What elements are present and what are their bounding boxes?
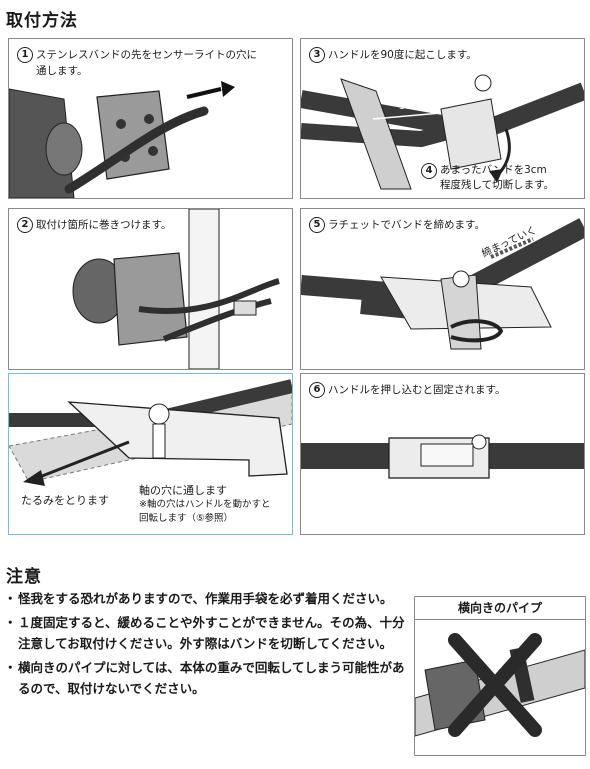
step5-number: 5 xyxy=(309,217,325,233)
dimension-label: 3cm xyxy=(399,101,421,112)
caution-title: 注意 xyxy=(6,567,42,587)
step3-illustration xyxy=(301,74,584,190)
pole xyxy=(188,209,220,369)
horizontal-pipe-illustration xyxy=(415,633,585,737)
slack-arrow xyxy=(36,440,130,480)
zoom-illustration xyxy=(9,379,292,486)
step4-text: あまったバンドを3cm 程度残して切断します。 xyxy=(440,164,555,191)
band-wrap xyxy=(138,278,280,314)
bracket-hole xyxy=(144,114,154,124)
axis-hole-label: 軸の穴に通します xyxy=(139,484,227,497)
buckle xyxy=(233,300,257,316)
handle-flat xyxy=(420,443,474,467)
caution-item: 横向きのパイプに対しては、本体の重みで回転してしまう可能性があるので、取付けない… xyxy=(4,657,408,699)
band-bottom xyxy=(301,123,454,148)
slack-label: たるみをとります xyxy=(21,494,109,507)
bracket-hole xyxy=(116,119,126,129)
slack-arrow-head xyxy=(23,470,45,486)
step5-text: ラチェットでバンドを締めます。 xyxy=(328,219,485,231)
step2-text: 取付け箇所に巻きつけます。 xyxy=(36,219,172,231)
buckle-body xyxy=(440,98,502,170)
buckle-pivot xyxy=(471,434,487,450)
step6-text: ハンドルを押し込むと固定されます。 xyxy=(328,384,506,396)
buckle-pivot xyxy=(474,74,492,92)
zoom-detail-panel: たるみをとります 軸の穴に通します ※軸の穴はハンドルを動かすと 回転します（⑤… xyxy=(8,373,293,535)
step1-illustration xyxy=(9,81,235,198)
steel-band xyxy=(64,106,209,194)
axis-pivot xyxy=(148,403,170,425)
ratchet-pivot xyxy=(452,270,470,288)
bracket xyxy=(113,252,188,346)
dimension-line xyxy=(372,112,442,120)
band-tail xyxy=(162,298,272,342)
caution-item: 怪我をする恐れがありますので、作業用手袋を必ず着用ください。 xyxy=(4,588,408,609)
buckle-body xyxy=(67,401,288,477)
caution-item: １度固定すると、緩めることや外すことができません。その為、十分注意してお取付けく… xyxy=(4,612,408,654)
rotate-arrow-head xyxy=(489,169,503,183)
direction-arrow xyxy=(186,87,222,99)
joint-knob xyxy=(45,122,83,176)
rotate-arrow xyxy=(450,319,504,343)
horizontal-pipe-title: 横向きのパイプ xyxy=(415,597,585,620)
direction-arrow-head xyxy=(221,81,235,97)
step1-number: 1 xyxy=(17,47,33,63)
caution-list: 怪我をする恐れがありますので、作業用手袋を必ず着用ください。 １度固定すると、緩… xyxy=(4,588,408,702)
axis-pin xyxy=(152,423,166,459)
bracket-hole xyxy=(148,146,158,156)
step5-illustration xyxy=(301,218,584,350)
axis-note: ※軸の穴はハンドルを動かすと 回転します（⑤参照） xyxy=(139,499,271,524)
horizontal-pipe-panel: 横向きのパイプ xyxy=(414,596,586,756)
step3-text: ハンドルを90度に起こします。 xyxy=(328,49,477,61)
step3-number: 3 xyxy=(309,47,325,63)
section-title: 取付方法 xyxy=(6,11,78,31)
step6-illustration xyxy=(301,434,584,479)
step6-number: 6 xyxy=(309,382,325,398)
step4-number: 4 xyxy=(421,163,437,179)
handle-raised xyxy=(340,78,412,190)
x-mark xyxy=(448,633,542,737)
step2-number: 2 xyxy=(17,217,33,233)
step1-text: ステンレスバンドの先をセンサーライトの穴に 通します。 xyxy=(36,49,258,77)
step2-illustration xyxy=(72,209,280,369)
